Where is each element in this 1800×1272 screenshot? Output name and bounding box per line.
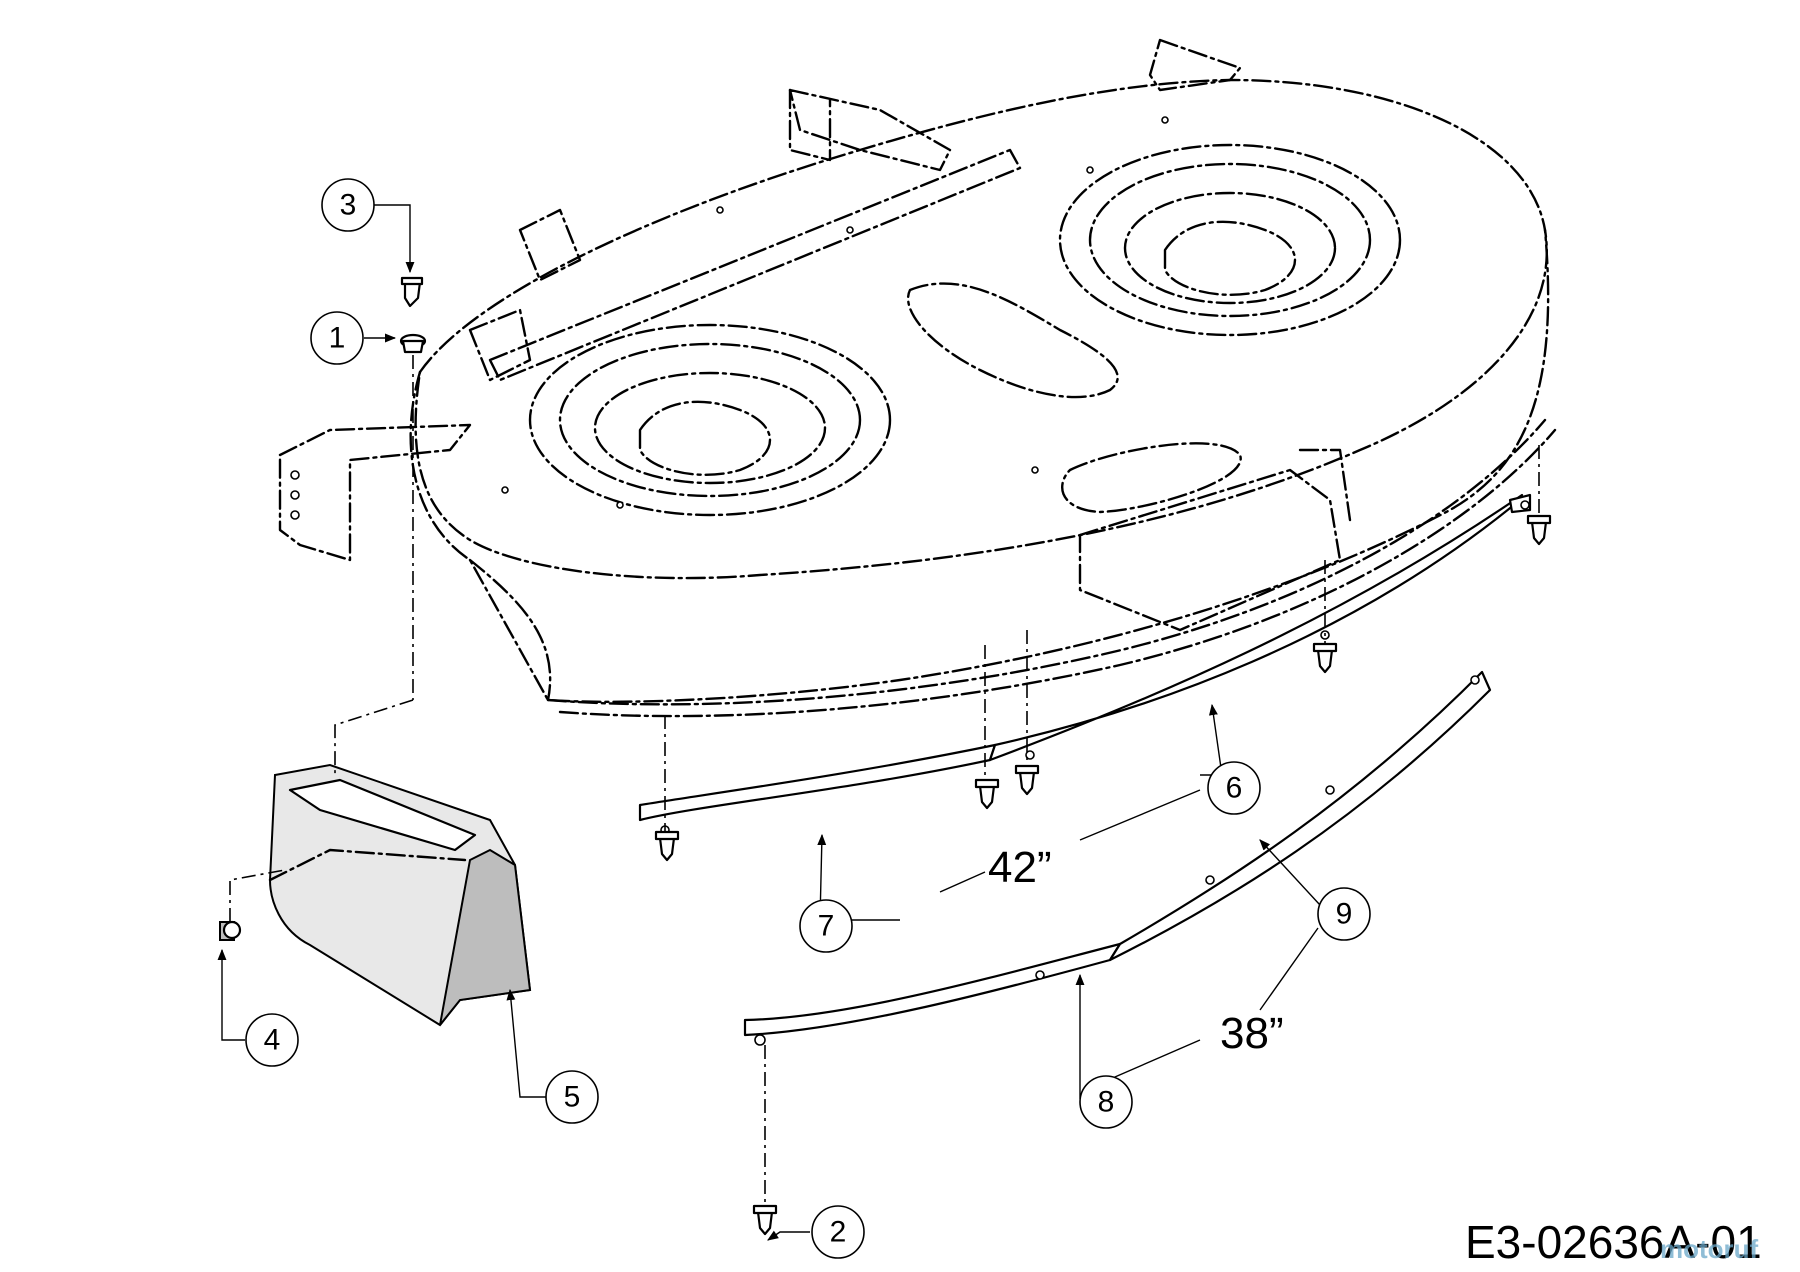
baffle-38-part8 bbox=[743, 942, 1122, 1037]
hanger-bracket-left bbox=[518, 208, 582, 282]
chute-side bbox=[439, 848, 532, 1026]
hanger-bracket-rear bbox=[788, 88, 952, 172]
baffle-42-part6 bbox=[988, 493, 1524, 762]
svg-text:8: 8 bbox=[1098, 1086, 1115, 1119]
deck-skirt-rim-2 bbox=[558, 428, 1557, 718]
drawing-number: E3-02636A-01 bbox=[1465, 1216, 1762, 1268]
svg-text:1: 1 bbox=[329, 322, 346, 355]
mower-deck bbox=[278, 38, 1557, 718]
hardware-part3 bbox=[400, 276, 424, 308]
spindle-housing-left bbox=[528, 323, 892, 517]
hanger-bracket-front bbox=[468, 308, 532, 382]
svg-text:9: 9 bbox=[1336, 898, 1353, 931]
front-slot-pad bbox=[1061, 442, 1242, 514]
deck-shell-top bbox=[414, 78, 1548, 580]
callout-4: 4 bbox=[245, 1013, 299, 1067]
svg-text:5: 5 bbox=[564, 1081, 581, 1114]
svg-text:4: 4 bbox=[264, 1024, 281, 1057]
deck-skirt-lower bbox=[468, 558, 552, 702]
chute-edge bbox=[268, 848, 467, 882]
discharge-chute-cover bbox=[268, 763, 532, 1027]
baffle-42-part7 bbox=[638, 743, 997, 822]
left-mount-bracket bbox=[278, 423, 472, 562]
hardware-part4 bbox=[219, 920, 242, 941]
deck-holes bbox=[501, 116, 1169, 509]
hardware-part1 bbox=[399, 333, 427, 354]
size-label-38: 38” bbox=[1220, 1009, 1284, 1058]
deck-skirt bbox=[409, 228, 1550, 703]
svg-text:3: 3 bbox=[340, 189, 357, 222]
spindle-housing-right bbox=[1058, 143, 1402, 337]
hanger-bar bbox=[488, 148, 1022, 382]
baffle-38-part9 bbox=[1108, 670, 1492, 962]
size-label-42: 42” bbox=[988, 843, 1052, 892]
callout-1: 1 bbox=[310, 311, 364, 365]
callout-6: 6 bbox=[1207, 761, 1261, 815]
hanger-bracket-rear-post bbox=[788, 88, 832, 162]
callout-3: 3 bbox=[321, 178, 375, 232]
chute-top-grip bbox=[288, 778, 477, 852]
leaders bbox=[217, 204, 1340, 1241]
rear-hood bbox=[1148, 38, 1242, 92]
callout-9: 9 bbox=[1317, 887, 1371, 941]
svg-text:7: 7 bbox=[818, 910, 835, 943]
svg-text:6: 6 bbox=[1226, 772, 1243, 805]
callout-2: 2 bbox=[811, 1205, 865, 1259]
callout-8: 8 bbox=[1079, 1075, 1133, 1129]
center-channel bbox=[907, 282, 1119, 399]
callout-7: 7 bbox=[799, 899, 853, 953]
hardware-part2-flange-bolts bbox=[654, 514, 1552, 1236]
front-bracket-tab bbox=[1298, 448, 1352, 522]
baffle-38in bbox=[743, 670, 1492, 1046]
svg-text:2: 2 bbox=[830, 1216, 847, 1249]
watermark-logo: motoruf bbox=[1660, 1234, 1759, 1264]
baffle-42in bbox=[638, 493, 1532, 835]
callout-5: 5 bbox=[545, 1070, 599, 1124]
front-mount-bracket bbox=[1078, 468, 1342, 632]
deck-skirt-rim bbox=[546, 418, 1547, 706]
assembly-lines bbox=[229, 355, 1540, 1206]
